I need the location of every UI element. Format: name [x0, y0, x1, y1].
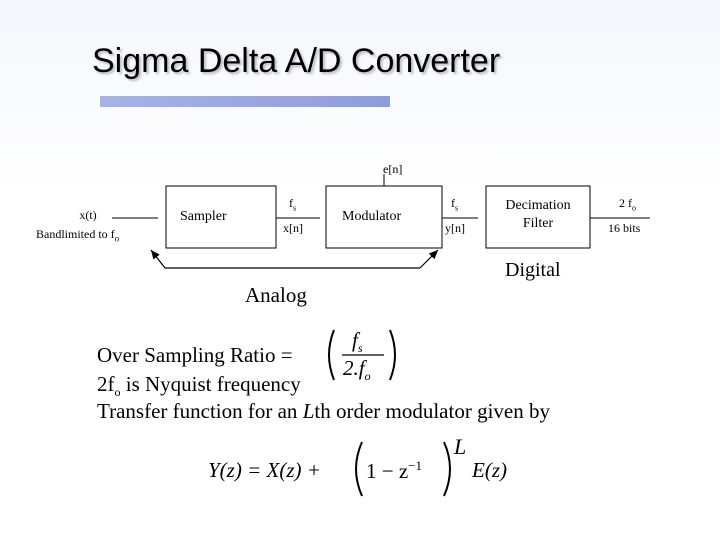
error-signal-label: e[n] — [383, 162, 403, 176]
osr-numerator: fs — [352, 328, 363, 356]
output-rate-label: 2 fo — [619, 196, 636, 213]
modulator-rate-label: fs — [451, 196, 459, 213]
sampler-box — [165, 185, 277, 249]
sampler-rate-label: fs — [289, 196, 297, 213]
sampler-label: Sampler — [180, 209, 227, 224]
osr-denominator: 2.fo — [343, 356, 371, 384]
osr-fraction — [328, 329, 396, 381]
osr-text: Over Sampling Ratio = — [97, 343, 293, 367]
decimation-box — [485, 185, 591, 249]
equation-parentheses — [355, 441, 451, 497]
digital-label: Digital — [505, 259, 561, 281]
input-bandlimit-label: Bandlimited to fo — [36, 227, 120, 244]
title-underline-bar — [100, 96, 390, 107]
osr-line: Over Sampling Ratio = — [97, 343, 293, 368]
equation-rhs: E(z) — [472, 458, 507, 482]
sampler-output-label: x[n] — [283, 221, 303, 235]
input-signal-label: x(t) — [79, 208, 97, 222]
decimation-label-line1: Decimation — [505, 198, 571, 213]
transfer-line: Transfer function for an Lth order modul… — [97, 399, 550, 423]
equation-power: L — [454, 434, 467, 459]
analog-label: Analog — [245, 283, 307, 307]
analog-bracket-right — [419, 249, 439, 269]
modulator-label: Modulator — [342, 209, 402, 224]
analog-bracket — [150, 249, 166, 269]
decimation-label-line2: Filter — [522, 216, 554, 231]
equation-inner: 1 − z−1 — [366, 458, 423, 483]
equation-lhs: Y(z) = X(z) + — [208, 458, 321, 482]
nyquist-line: 2fo is Nyquist frequency — [97, 372, 301, 400]
modulator-output-label: y[n] — [445, 221, 465, 235]
slide-title: Sigma Delta A/D Converter — [92, 42, 501, 80]
output-bits-label: 16 bits — [608, 221, 641, 235]
